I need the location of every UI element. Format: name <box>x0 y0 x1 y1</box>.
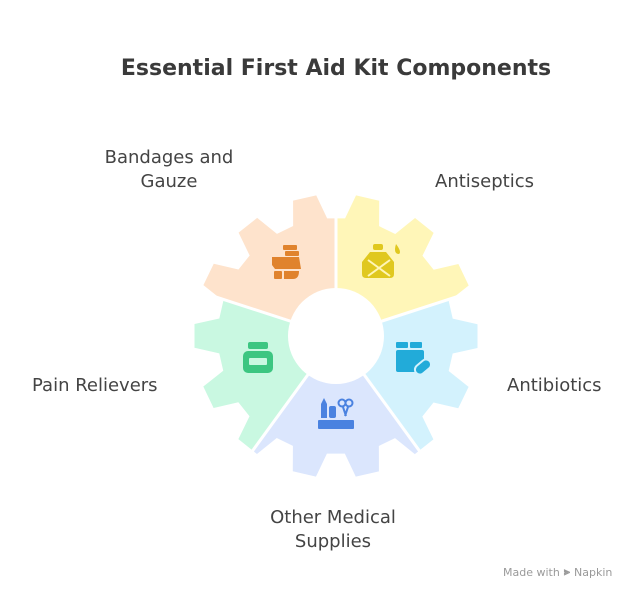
supplies-cup-icon <box>318 398 354 429</box>
label-other-medical-supplies: Other Medical Supplies <box>250 506 416 554</box>
pill-box-icon <box>396 342 433 376</box>
label-line: Bandages and <box>104 147 234 168</box>
gear-hub <box>288 288 384 384</box>
gear-segment <box>194 195 336 336</box>
napkin-logo-icon: ⫸ <box>563 565 571 578</box>
made-with-text: Made with <box>503 565 560 579</box>
diagram-title: Essential First Aid Kit Components <box>120 56 552 81</box>
label-line: Other Medical <box>270 507 396 528</box>
label-antibiotics: Antibiotics <box>507 375 602 396</box>
medicine-jar-icon <box>243 342 273 373</box>
label-antiseptics: Antiseptics <box>435 171 534 192</box>
label-pain-relievers: Pain Relievers <box>32 375 158 396</box>
bandage-icon <box>272 245 301 279</box>
gear-segment <box>336 195 478 336</box>
label-bandages-and-gauze: Bandages and Gauze <box>98 146 240 194</box>
label-line: Gauze <box>140 171 198 192</box>
antiseptic-bottle-icon <box>362 244 400 278</box>
napkin-brand: Napkin <box>574 565 613 579</box>
made-with-napkin: Made with ⫸ Napkin <box>503 565 612 579</box>
label-line: Supplies <box>294 531 372 552</box>
